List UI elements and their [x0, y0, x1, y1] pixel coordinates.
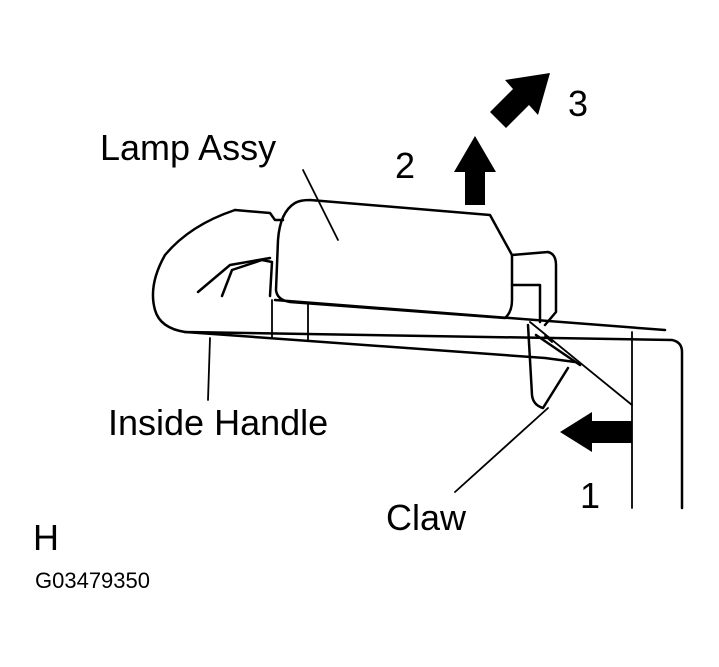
claw-label: Claw [386, 497, 467, 538]
view-letter-label: H [33, 517, 59, 558]
arrow-1-left-icon [560, 412, 632, 452]
claw-leader [454, 407, 549, 493]
claw-drawing [526, 321, 633, 410]
inside-handle-drawing [151, 208, 684, 510]
arrow-3-diagonal-icon [490, 73, 550, 128]
step-2-label: 2 [395, 145, 416, 186]
arrow-2-up-icon [454, 136, 496, 205]
lamp-assy-label: Lamp Assy [100, 127, 277, 168]
lamp-assy-drawing [220, 198, 558, 327]
lamp-assy-leader [302, 169, 339, 241]
inside-handle-label: Inside Handle [108, 402, 329, 443]
step-3-label: 3 [568, 83, 589, 124]
inside-handle-leader [207, 337, 211, 401]
figure-code-label: G03479350 [35, 568, 150, 593]
step-1-label: 1 [580, 475, 601, 516]
